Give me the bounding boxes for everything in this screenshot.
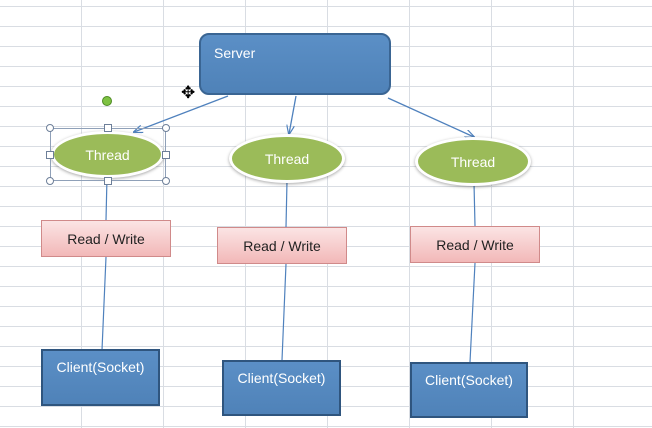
- resize-handle-left[interactable]: [46, 151, 54, 159]
- thread-label-3: Thread: [450, 153, 496, 170]
- client-socket-box-2[interactable]: Client(Socket): [222, 360, 341, 416]
- server-thread-arrow-3: [387, 97, 474, 137]
- client-socket-label-3: Client(Socket): [425, 372, 513, 388]
- server-label: Server: [214, 45, 256, 61]
- read-write-box-1[interactable]: Read / Write: [41, 220, 171, 257]
- read-write-label-2: Read / Write: [243, 237, 321, 254]
- server-thread-arrow-1: [134, 95, 229, 132]
- resize-handle-bottom[interactable]: [104, 177, 112, 185]
- read-write-label-3: Read / Write: [436, 236, 514, 253]
- client-socket-box-3[interactable]: Client(Socket): [410, 362, 528, 418]
- io-client-connector-3: [469, 262, 476, 363]
- resize-handle-top-left[interactable]: [46, 124, 54, 132]
- resize-handle-top[interactable]: [104, 124, 112, 132]
- read-write-box-3[interactable]: Read / Write: [410, 226, 540, 263]
- server-box[interactable]: Server: [199, 33, 391, 95]
- client-socket-label-1: Client(Socket): [56, 359, 145, 375]
- resize-handle-bottom-right[interactable]: [162, 177, 170, 185]
- thread-label-1: Thread: [85, 146, 130, 163]
- resize-handle-bottom-left[interactable]: [46, 177, 54, 185]
- move-cursor-icon: ✥: [181, 83, 196, 103]
- resize-handle-right[interactable]: [162, 151, 170, 159]
- thread-io-connector-3: [473, 182, 476, 227]
- rotate-handle[interactable]: [102, 96, 112, 106]
- thread-node-3[interactable]: Thread: [415, 137, 531, 186]
- selection-frame: [50, 128, 166, 181]
- resize-handle-top-right[interactable]: [162, 124, 170, 132]
- io-client-connector-2: [281, 263, 287, 361]
- server-thread-arrow-2: [289, 95, 297, 134]
- client-socket-label-2: Client(Socket): [237, 370, 326, 386]
- io-client-connector-1: [101, 256, 107, 351]
- thread-node-2[interactable]: Thread: [229, 134, 345, 183]
- client-socket-box-1[interactable]: Client(Socket): [41, 349, 160, 406]
- thread-label-2: Thread: [264, 150, 310, 167]
- read-write-box-2[interactable]: Read / Write: [217, 227, 347, 264]
- thread-io-connector-2: [285, 180, 288, 228]
- read-write-label-1: Read / Write: [67, 230, 145, 247]
